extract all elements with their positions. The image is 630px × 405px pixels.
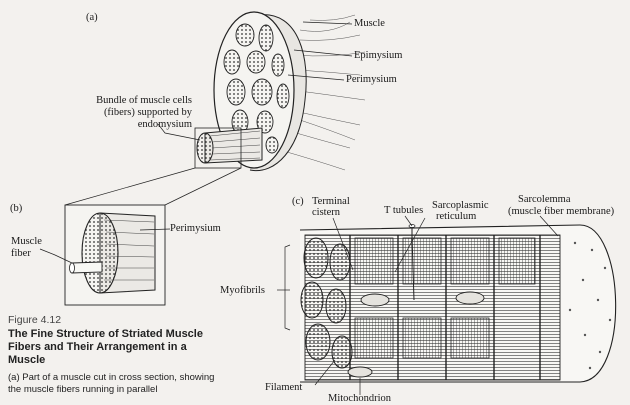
- label-filament: Filament: [265, 382, 303, 393]
- leader-lines: [39, 21, 559, 395]
- figure-title: The Fine Structure of Striated Muscle Fi…: [8, 328, 203, 366]
- panel-c-label: (c): [292, 196, 304, 207]
- muscle-fiber-detail: [299, 224, 617, 383]
- figure-number: Figure 4.12: [8, 314, 62, 326]
- sarcolemma-pores: [568, 241, 612, 370]
- panel-b-label: (b): [10, 203, 23, 214]
- label-perimysium-a: Perimysium: [346, 74, 397, 85]
- label-sarcoplasmic-reticulum-line-2: reticulum: [436, 211, 477, 222]
- t-tubule: [411, 225, 415, 301]
- panel-a-label: (a): [86, 12, 98, 23]
- label-mitochondrion: Mitochondrion: [328, 393, 391, 404]
- label-muscle-fiber-line-2: fiber: [11, 248, 31, 259]
- label-bundle-line-3: endomysium: [137, 119, 192, 130]
- bundle-detail: [64, 204, 166, 306]
- label-sarcolemma-line-1: Sarcolemma: [518, 194, 571, 205]
- mitochondria: [347, 291, 485, 378]
- label-terminal-cistern-line-1: Terminal: [312, 196, 350, 207]
- figure-description: (a) Part of a muscle cut in cross sectio…: [8, 372, 215, 395]
- label-myofibrils: Myofibrils: [220, 285, 265, 296]
- label-t-tubules: T tubules: [384, 205, 424, 216]
- fascicle-bundle: [196, 127, 263, 164]
- muscle-cross-section: [194, 11, 366, 172]
- label-sarcolemma-line-2: (muscle fiber membrane): [508, 206, 615, 217]
- label-epimysium: Epimysium: [354, 50, 403, 61]
- label-sarcoplasmic-reticulum-line-1: Sarcoplasmic: [432, 200, 489, 211]
- sarcoplasmic-reticulum-network: [354, 237, 536, 359]
- label-perimysium-b: Perimysium: [170, 223, 221, 234]
- label-muscle-fiber-line-1: Muscle: [11, 236, 42, 247]
- myofibril-cross-sections: [300, 237, 353, 369]
- single-muscle-fiber: [71, 261, 103, 274]
- zoom-lines: [64, 167, 242, 206]
- label-bundle-line-1: Bundle of muscle cells: [96, 95, 192, 106]
- label-muscle: Muscle: [354, 18, 385, 29]
- label-bundle-line-2: (fibers) supported by: [103, 107, 192, 118]
- label-terminal-cistern-line-2: cistern: [312, 207, 340, 218]
